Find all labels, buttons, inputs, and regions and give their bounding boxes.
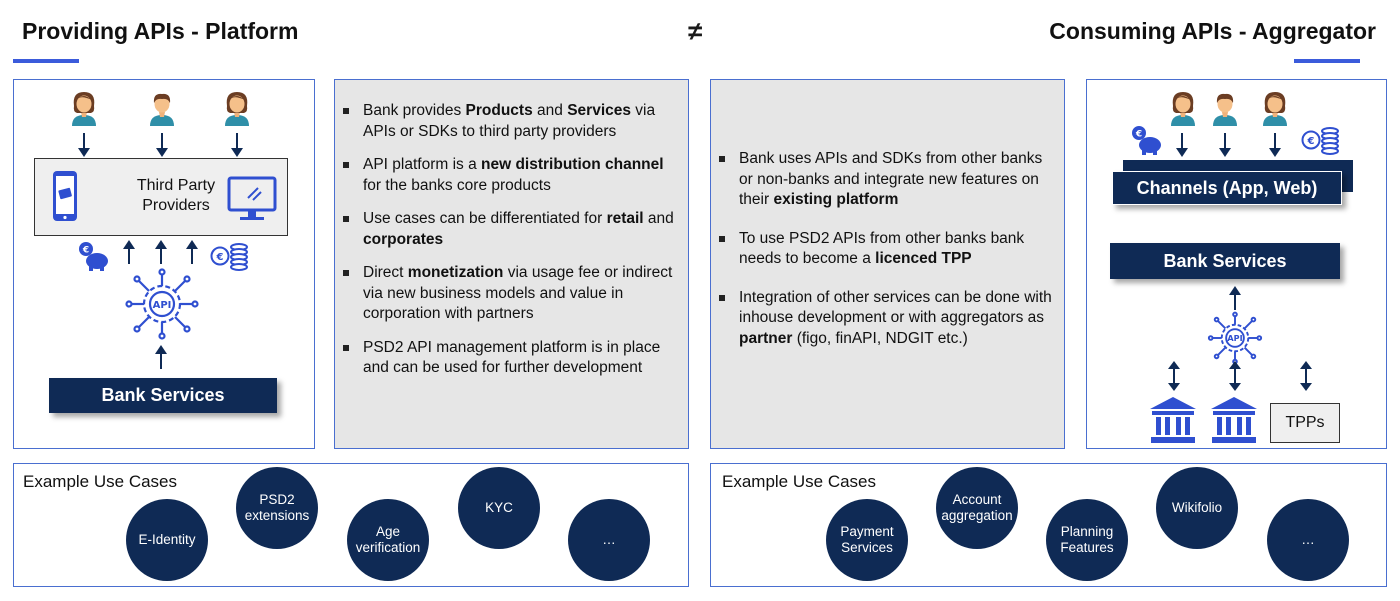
smartphone-icon: [53, 171, 77, 221]
use-case-circle: Planning Features: [1046, 499, 1128, 581]
consuming-bullet-list: Bank uses APIs and SDKs from other banks…: [719, 149, 1052, 350]
bank-building-icon: [1150, 397, 1196, 443]
svg-text:€: €: [216, 252, 224, 263]
arrow-bidirectional: [1300, 361, 1312, 391]
providing-diagram-panel: Third Party Providers € €: [13, 79, 315, 449]
api-icon-label: API: [153, 300, 172, 311]
svg-text:€: €: [1307, 136, 1315, 147]
use-case-circle: Payment Services: [826, 499, 908, 581]
arrow-down: [78, 133, 90, 157]
not-equal-sign: ≠: [688, 16, 703, 46]
person-female-icon: [1263, 92, 1287, 126]
arrow-down: [156, 133, 168, 157]
channels-box: Channels (App, Web): [1112, 171, 1342, 205]
person-female-icon: [72, 92, 96, 126]
use-case-circle: PSD2 extensions: [236, 467, 318, 549]
bullet-item: Integration of other services can be don…: [719, 288, 1052, 350]
use-case-circle: Age verification: [347, 499, 429, 581]
arrow-down: [1269, 133, 1281, 157]
arrow-up: [1229, 286, 1241, 310]
consuming-diagram-panel: € € Channels (App, Web) Bank Services AP…: [1086, 79, 1387, 449]
arrow-up: [186, 240, 198, 264]
person-female-icon: [1171, 92, 1195, 126]
piggy-bank-euro-icon: €: [1132, 126, 1161, 155]
svg-text:€: €: [82, 246, 89, 256]
use-case-circle: Account aggregation: [936, 467, 1018, 549]
use-case-circle: …: [568, 499, 650, 581]
api-icon-label: API: [1227, 333, 1242, 343]
person-female-icon: [225, 92, 249, 126]
person-male-icon: [150, 93, 174, 126]
right-accent-bar: [1294, 59, 1360, 63]
third-party-providers-label: Third Party Providers: [136, 177, 216, 214]
tpps-box: TPPs: [1270, 403, 1340, 443]
desktop-monitor-icon: [227, 176, 277, 220]
arrow-down: [1219, 133, 1231, 157]
arrow-bidirectional: [1229, 361, 1241, 391]
svg-text:€: €: [1135, 130, 1142, 140]
use-case-circle: …: [1267, 499, 1349, 581]
arrow-up: [155, 345, 167, 369]
bullet-item: PSD2 API management platform is in place…: [343, 338, 676, 379]
consuming-bullets-panel: Bank uses APIs and SDKs from other banks…: [710, 79, 1065, 449]
left-accent-bar: [13, 59, 79, 63]
bullet-item: Direct monetization via usage fee or ind…: [343, 263, 676, 325]
arrow-up: [123, 240, 135, 264]
use-case-circle: Wikifolio: [1156, 467, 1238, 549]
bullet-item: To use PSD2 APIs from other banks bank n…: [719, 229, 1052, 270]
api-network-icon: API: [1207, 311, 1263, 365]
coin-stack-euro-icon: €: [1301, 127, 1339, 155]
use-case-circle: E-Identity: [126, 499, 208, 581]
use-cases-label: Example Use Cases: [722, 472, 877, 491]
arrow-down: [231, 133, 243, 157]
coin-stack-euro-icon: €: [210, 243, 248, 271]
bullet-item: API platform is a new distribution chann…: [343, 155, 676, 196]
providing-bullet-list: Bank provides Products and Services via …: [343, 101, 676, 379]
bank-building-icon: [1211, 397, 1257, 443]
arrow-down: [1176, 133, 1188, 157]
use-cases-label: Example Use Cases: [23, 472, 178, 491]
bank-services-box: Bank Services: [1110, 243, 1340, 279]
arrow-up: [155, 240, 167, 264]
third-party-providers-box: Third Party Providers: [34, 158, 288, 236]
bullet-item: Use cases can be differentiated for reta…: [343, 209, 676, 250]
right-title: Consuming APIs - Aggregator: [1049, 18, 1376, 44]
arrow-bidirectional: [1168, 361, 1180, 391]
bullet-item: Bank uses APIs and SDKs from other banks…: [719, 149, 1052, 211]
piggy-bank-euro-icon: €: [79, 242, 108, 271]
api-network-icon: API: [125, 268, 199, 340]
left-title: Providing APIs - Platform: [22, 18, 299, 44]
use-case-circle: KYC: [458, 467, 540, 549]
person-male-icon: [1213, 93, 1237, 126]
providing-bullets-panel: Bank provides Products and Services via …: [334, 79, 689, 449]
bank-services-box: Bank Services: [49, 378, 277, 413]
bullet-item: Bank provides Products and Services via …: [343, 101, 676, 142]
